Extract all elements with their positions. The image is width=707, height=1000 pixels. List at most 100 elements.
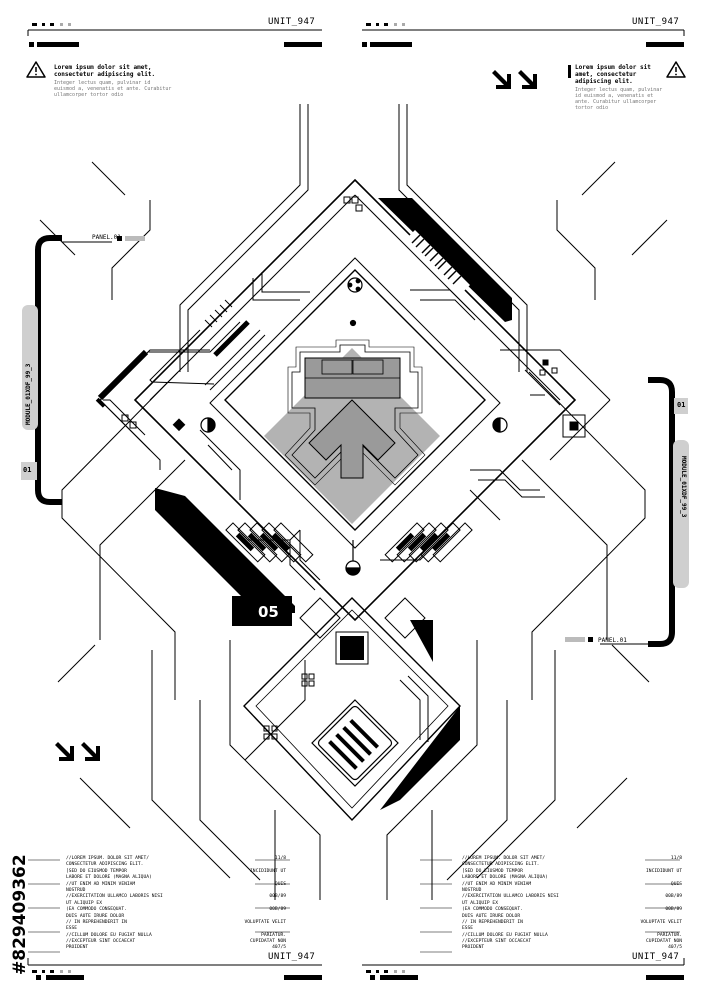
module-label: MODULE_01XDF_99_3 [680,456,687,518]
main-diamond [99,178,611,622]
bottom-frame-right [362,958,685,980]
text-block-value: CUPIDATAT NON [250,939,286,945]
text-block-line: [SED DO EIUSMOD TEMPOR [462,868,523,874]
text-block-line: //EXCEPTEUR SINT OCCAECAT [462,939,532,945]
text-block-line: DUIS AUTE IRURE DOLOR [66,913,125,919]
text-block-value: 407/5 [272,945,286,951]
panel-label: PANEL.01 [92,234,121,241]
connector-nodes [200,277,508,576]
text-block-frame-right [420,859,680,953]
text-block-line: (EA COMMODO CONSEQUAT. [462,907,523,913]
panel-number: 01 [677,401,686,409]
text-block-value: VOLUPTATE VELIT [244,919,287,925]
text-block-line: LABORE ET DOLORE (MAGNA ALIQUA) [66,875,152,881]
text-block-row: //EXERCITATION ULLAMCO LABORIS NISI 00B/8… [66,895,286,901]
unit-label: UNIT_947 [632,17,680,27]
text-block-row: (EA COMMODO CONSEQUAT. 00B/89 [462,908,682,914]
text-block-line: UT ALIQUIP EX [462,900,498,906]
text-block-line: PROIDENT [66,945,89,951]
text-block-line: //UT ENIM AD MINIM VENIAM [66,881,136,887]
bottom-frame-left [27,958,322,980]
text-block-row: ESSE [462,927,682,933]
text-block-row: LABORE ET DOLORE (MAGNA ALIQUA) [462,876,682,882]
panel-number: 01 [23,466,32,474]
text-block-row: LABORE ET DOLORE (MAGNA ALIQUA) [66,876,286,882]
text-block-row: UT ALIQUIP EX [66,900,286,908]
bullet-mark [568,65,571,78]
text-block-row: ESSE [66,927,286,933]
text-block-row: NOSTRUD [66,887,286,895]
text-block-value: QUIS [670,881,682,887]
top-frame-left [27,23,322,47]
unit-label: UNIT_947 [632,952,680,962]
double-arrow-down-right-icon [492,70,537,89]
text-block-row: //LOREM IPSUM. DOLOR SIT AMET/11/8 [66,856,286,863]
text-block-row: CONSECTETUR ADIPISCING ELIT. [462,863,682,869]
warning-title: Lorem ipsum dolor sit amet, consectetur … [575,64,651,85]
text-block-value: 00B/89 [269,894,286,900]
text-block-value: 00B/89 [665,894,682,900]
badge-bar [155,488,295,626]
text-block-value: PARIATUR. [657,932,682,938]
text-block-value: 11/8 [274,856,286,861]
text-block-line: ESSE [66,926,78,932]
text-block-line: //LOREM IPSUM. DOLOR SIT AMET/ [462,856,545,861]
text-block-line: UT ALIQUIP EX [66,900,102,906]
stacked-bars-left [225,522,314,563]
document-lines-icon [311,699,399,787]
text-block-value: CUPIDATAT NON [646,939,682,945]
text-block-value: 00B/89 [665,907,682,913]
text-block-row: PROIDENT 407/5 [66,946,286,952]
arrow-up-icon [264,339,440,524]
panel-label: PANEL.01 [598,637,627,644]
text-block-value: 11/8 [670,856,682,861]
top-frame-right [362,23,685,47]
text-block-line: // IN REPREHENDERIT IN [462,919,523,925]
warning-block-left: Lorem ipsum dolor sit amet, consectetur … [54,64,179,98]
text-block-row: //UT ENIM AD MINIM VENIAM QUIS [462,881,682,889]
inner-panel-top-left [95,321,241,451]
barcode-panel [343,196,512,322]
text-block-value: PARIATUR. [261,932,286,938]
text-block-value: INCIDIDUNT UT [250,868,286,874]
stock-id: #829409362 [10,854,30,975]
text-block-line: (EA COMMODO CONSEQUAT. [66,907,127,913]
text-block-row: CONSECTETUR ADIPISCING ELIT. [66,863,286,869]
text-block-value: INCIDIDUNT UT [646,868,682,874]
text-block-line: //UT ENIM AD MINIM VENIAM [462,881,532,887]
text-block-line: CONSECTETUR ADIPISCING ELIT. [66,862,144,868]
text-block-line: NOSTRUD [66,887,86,893]
text-block-row: NOSTRUD [462,888,682,895]
text-block-value: 00B/89 [269,907,286,913]
text-block-line: DUIS AUTE IRURE DOLOR [462,913,521,919]
text-block-line: [SED DO EIUSMOD TEMPOR [66,868,127,874]
text-block-line: ESSE [462,926,474,932]
stripe-group-tl [204,299,266,391]
unit-label: UNIT_947 [268,17,316,27]
text-block-row: DUIS AUTE IRURE DOLOR [462,913,682,921]
text-block-line: //CILLUM DOLORE EU FUGIAT NULLA [462,932,548,938]
text-block-line: // IN REPREHENDERIT IN [66,919,127,925]
warning-triangle-icon [26,61,46,78]
text-block-row: [SED DO EIUSMOD TEMPOR INCIDIDUNT UT [66,868,286,876]
text-block-line: //EXERCITATION ULLAMCO LABORIS NISI [462,894,559,900]
text-block-line: PROIDENT [462,945,485,951]
text-block-row: // IN REPREHENDERIT IN VOLUPTATE VELIT [66,919,287,927]
text-block-frame-left [28,859,290,953]
double-arrow-down-right-icon [55,742,100,761]
text-block-line: CONSECTETUR ADIPISCING ELIT. [462,862,540,868]
text-block-line: //LOREM IPSUM. DOLOR SIT AMET/ [66,856,149,861]
text-block-row: //CILLUM DOLORE EU FUGIAT NULLA PARIATUR. [462,932,682,940]
badge-number: 05 [258,603,279,621]
unit-label: UNIT_947 [268,952,316,962]
text-block-row: DUIS AUTE IRURE DOLOR [66,913,286,921]
diamond-marker [172,418,186,432]
text-block-line: //EXERCITATION ULLAMCO LABORIS NISI [66,894,163,900]
text-block-row: //EXCEPTEUR SINT OCCAECAT CUPIDATAT NON [462,939,682,946]
